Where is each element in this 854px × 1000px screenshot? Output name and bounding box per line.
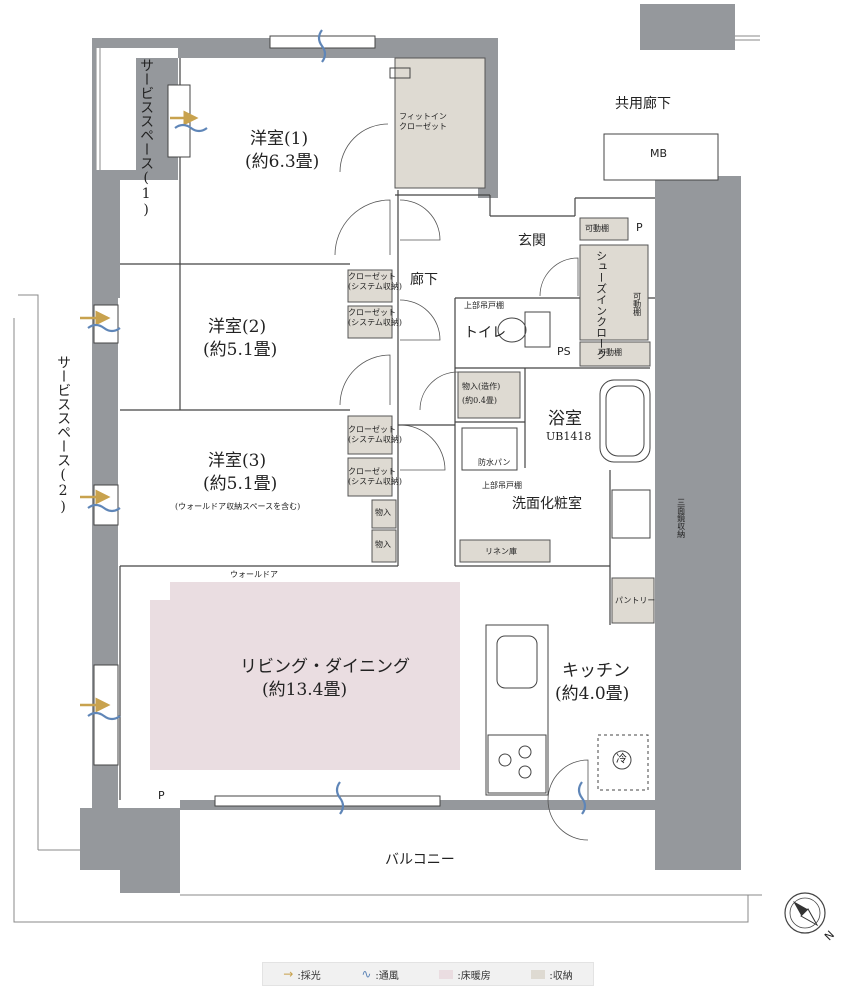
arrow-icon: → [283,967,294,981]
bathtub [599,379,651,463]
legend-label: :収納 [549,970,573,982]
label-p-top: P [636,221,643,234]
room-western3-note: (ウォールドア収納スペースを含む) [175,502,301,511]
closet-title: クローゼット [348,425,396,434]
closet-2a [347,269,393,303]
interior-partitions [119,58,655,800]
fixtures [389,67,651,796]
label-movable-shelf-bottom: 可動棚 [598,348,622,357]
label-linen: リネン庫 [485,547,517,556]
label-upper-cupboard-1: 上部吊戸棚 [464,301,504,310]
closet-title: クローゼット [348,272,396,281]
label-storage-built-size: (約0.4畳) [462,396,497,405]
room-western2-name: 洋室(2) [208,317,267,337]
label-ps: PS [557,345,571,358]
toilet-bowl [497,317,527,343]
legend-label: :床暖房 [457,970,491,982]
label-closet-3b: クローゼット(システム収納) [348,467,402,486]
closet-sub: (システム収納) [348,476,403,486]
label-mb: MB [650,147,668,160]
label-fit-in-closet: フィットインクローゼット [399,112,447,131]
legend-item-floor-heating: :床暖房 [439,967,491,982]
storage-built [457,371,521,419]
closet-sub: (システム収納) [348,434,403,444]
label-p-bottom: P [158,789,165,802]
room-entrance: 玄関 [518,233,546,249]
mb-box [603,133,719,181]
room-kitchen-size: (約4.0畳) [555,684,630,704]
legend-item-wind: ∿:通風 [361,967,398,982]
vanity [611,489,651,539]
label-wall-door: ウォールドア [230,570,278,579]
room-balcony: バルコニー [385,852,455,868]
shoes-in-cloak [579,244,649,341]
closet-2b [347,305,393,339]
closet-title: クローゼット [348,467,396,476]
storage-small-a [371,499,397,529]
door-swings [334,123,589,841]
label-pantry: パントリー [615,596,656,605]
washing-pan [461,427,518,471]
legend-item-light: →:採光 [283,967,320,982]
pantry [611,577,655,624]
legend: →:採光 ∿:通風 :床暖房 :収納 [262,962,594,986]
fridge-space [597,734,649,791]
legend-label: :通風 [375,970,399,982]
closet-sub: (システム収納) [348,281,403,291]
daylight-arrows [80,110,199,713]
storage-areas [347,57,655,624]
ventilation-waves [87,29,587,815]
sink [496,635,538,689]
room-hallway: 廊下 [410,272,438,288]
common-corridor: 共用廊下 [615,96,671,112]
room-western1-name: 洋室(1) [250,129,309,149]
label-storage-a: 物入 [375,508,391,517]
stove [487,734,547,794]
compass-icon [784,892,826,934]
room-western3-size: (約5.1畳) [203,474,278,494]
closet-3a [347,415,393,455]
kitchen-counter [485,624,549,796]
label-shoes-in-cloak: シューズインクローク [594,250,608,360]
room-bath-code: UB1418 [546,430,592,443]
label-upper-cupboard-2: 上部吊戸棚 [482,481,522,490]
service-space1: サービススペース(1) [138,58,155,218]
label-closet-2a: クローゼット(システム収納) [348,272,402,291]
room-western3-name: 洋室(3) [208,451,267,471]
room-kitchen-name: キッチン [562,661,630,681]
label-movable-shelf-top: 可動棚 [585,224,609,233]
fit-in-closet [394,57,486,189]
storage-small-b [371,529,397,563]
movable-shelf-bottom [579,341,651,367]
room-washroom: 洗面化粧室 [512,496,582,512]
closet-title: クローゼット [348,308,396,317]
storage-swatch [531,969,546,979]
label-storage-b: 物入 [375,540,391,549]
service-space2: サービススペース(2) [55,355,72,515]
room-living-size: (約13.4畳) [262,680,348,700]
room-bath-name: 浴室 [548,409,582,429]
label-waterproof-pan: 防水パン [478,458,511,467]
label-movable-shelf-side: 可動棚 [632,292,642,316]
linen-closet [459,539,551,563]
label-storage-built: 物入(造作) [462,382,501,391]
toilet-tank [524,311,551,348]
floor-heating-swatch [439,969,454,979]
label-fridge: 冷 [616,752,627,765]
movable-shelf-top [579,217,629,241]
closet-sub: (システム収納) [348,317,403,327]
room-living-name: リビング・ダイニング [240,657,410,677]
closet-3b [347,457,393,497]
room-toilet: トイレ [464,325,506,341]
room-western1-size: (約6.3畳) [245,152,320,172]
label-closet-3a: クローゼット(システム収納) [348,425,402,444]
legend-item-storage: :収納 [531,967,573,982]
label-mirror-storage: 三面鏡収納 [676,498,686,538]
label-closet-2b: クローゼット(システム収納) [348,308,402,327]
floor-heating-area [150,582,460,770]
legend-label: :採光 [297,970,321,982]
room-western2-size: (約5.1畳) [203,340,278,360]
wave-icon: ∿ [361,967,372,981]
